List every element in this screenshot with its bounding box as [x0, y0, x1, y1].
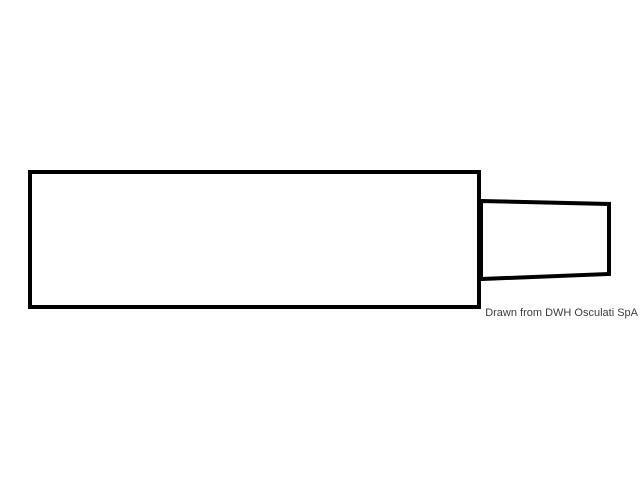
main-body-outline: [28, 170, 481, 309]
drawing-credit: Drawn from DWH Osculati SpA: [485, 307, 638, 319]
tail-outline: [479, 198, 611, 282]
